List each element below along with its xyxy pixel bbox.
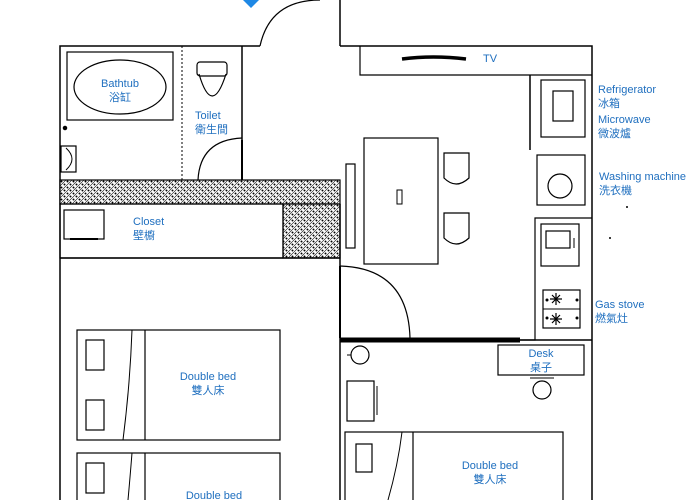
desk-label: Desk 桌子: [510, 347, 572, 375]
nightstand: [346, 380, 375, 422]
refrigerator: [540, 79, 586, 138]
microwave-label-en: Microwave: [598, 114, 651, 126]
microwave-box: [540, 223, 580, 267]
double-bed-1-sheet: [122, 329, 133, 441]
bench: [345, 163, 356, 249]
desk-chair-right: [532, 380, 552, 400]
double-bed-2-label-zh: 雙人床: [473, 474, 507, 486]
tv-label: TV: [483, 53, 498, 65]
double-bed-1-pillow-bottom: [85, 399, 105, 431]
microwave-label: Microwave 微波爐: [598, 113, 651, 141]
closet-label-zh: 壁櫥: [133, 230, 155, 242]
chair-bottom: [443, 212, 470, 245]
table-item: [396, 189, 403, 205]
washing-machine-label-en: Washing machine: [599, 171, 687, 183]
marker-dot: [609, 237, 611, 239]
double-bed-3-label-en: Double bed: [185, 490, 243, 502]
sink: [60, 145, 77, 173]
chair-top: [443, 152, 470, 185]
double-bed-2-label: Double bed 雙人床: [450, 459, 530, 487]
hatched-wall-vertical: [282, 203, 341, 259]
gas-stove-label-zh: 燃氣灶: [595, 313, 628, 325]
double-bed-3-frame: [344, 431, 564, 500]
double-bed-2-pillow: [85, 462, 105, 494]
double-bed-1-pillow-top: [85, 339, 105, 371]
stove-burners: [550, 293, 562, 325]
hatched-wall-horizontal: [59, 179, 341, 205]
dining-table: [363, 137, 439, 265]
refrigerator-label: Refrigerator 冰箱: [598, 83, 656, 111]
outer-wall-top-left: [59, 45, 260, 500]
double-bed-2-sheet: [127, 452, 133, 500]
double-bed-1-frame: [76, 329, 281, 441]
microwave-window: [545, 230, 571, 249]
tv-screen: [401, 55, 467, 61]
toilet-label-zh: 衛生間: [195, 124, 228, 136]
bathtub-basin: [73, 59, 167, 115]
toilet-bowl: [198, 73, 227, 97]
double-bed-1-label: Double bed 雙人床: [168, 370, 248, 398]
gas-stove-label-en: Gas stove: [595, 299, 645, 311]
gas-stove-label: Gas stove 燃氣灶: [595, 298, 645, 326]
toilet-door-arc: [197, 137, 243, 181]
tv-cabinet: [359, 46, 592, 76]
bathtub-drain: [62, 125, 68, 131]
bedroom-door-arc: [339, 265, 411, 339]
stove-knobs: [545, 298, 579, 320]
double-bed-3-label: Double bed: [174, 489, 254, 503]
entrance-door-arc: [259, 0, 321, 47]
marker-dot: [626, 206, 628, 208]
double-bed-2-label-en: Double bed: [461, 460, 519, 472]
refrigerator-label-en: Refrigerator: [598, 84, 657, 96]
bathtub-label-en: Bathtub: [101, 78, 139, 90]
closet-label-en: Closet: [133, 216, 165, 228]
desk-chair-left: [350, 345, 370, 365]
washing-machine-label: Washing machine 洗衣機: [599, 170, 686, 198]
desk-label-en: Desk: [528, 348, 554, 360]
burner-bottom: [550, 313, 562, 325]
toilet-tank: [196, 61, 228, 77]
toilet-label-en: Toilet: [195, 110, 221, 122]
refrigerator-label-zh: 冰箱: [598, 98, 620, 110]
bathtub-label-zh: 浴缸: [109, 92, 131, 104]
double-bed-3-sheet: [387, 431, 403, 500]
desk: [497, 344, 585, 376]
bathtub: [66, 51, 174, 121]
outer-wall-top-right: [340, 45, 593, 500]
washing-machine-drum: [547, 173, 573, 199]
desk-label-zh: 桌子: [530, 362, 552, 374]
refrigerator-door: [552, 90, 574, 122]
closet: [59, 203, 284, 259]
washing-machine-label-zh: 洗衣機: [599, 185, 632, 197]
location-pin-icon: [243, 0, 259, 8]
double-bed-1-label-zh: 雙人床: [191, 385, 225, 397]
burner-top: [550, 293, 562, 305]
sink-basin: [65, 147, 73, 171]
closet-tv: [63, 209, 105, 240]
closet-label: Closet 壁櫥: [133, 215, 164, 243]
washing-machine: [536, 154, 586, 206]
toilet-label: Toilet 衛生間: [195, 109, 228, 137]
microwave-label-zh: 微波爐: [598, 128, 631, 140]
double-bed-1-label-en: Double bed: [179, 371, 237, 383]
double-bed-2-frame: [76, 452, 281, 500]
bathtub-label: Bathtub 浴缸: [82, 77, 158, 105]
double-bed-3-pillow: [355, 443, 373, 473]
